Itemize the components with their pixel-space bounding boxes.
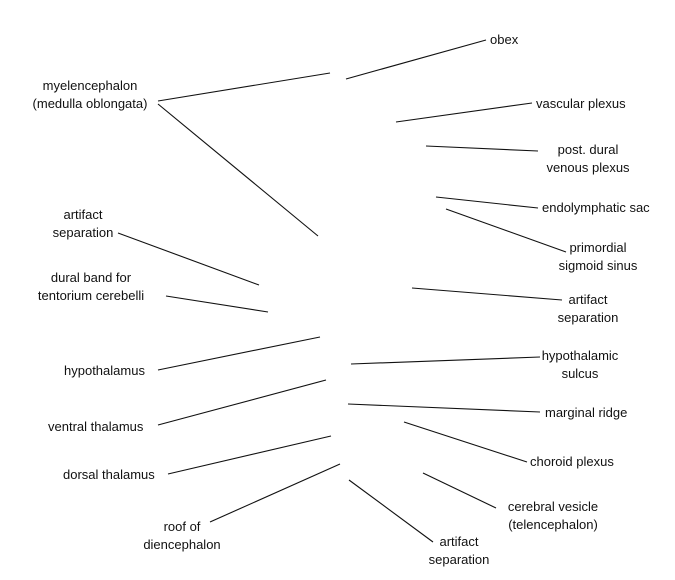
label-ventral-thalamus: ventral thalamus [48, 419, 144, 434]
label-endolymphatic-sac: endolymphatic sac [542, 200, 650, 215]
label-dural-band: dural band for tentorium cerebelli [37, 270, 145, 303]
label-obex: obex [490, 32, 519, 47]
label-choroid-plexus: choroid plexus [530, 454, 614, 469]
line-cerebral-vesicle [422, 472, 497, 509]
line-vascular-plexus [395, 102, 533, 123]
line-ventral-thalamus [157, 379, 327, 426]
line-roof-of-diencephalon [209, 463, 341, 523]
label-hypothalamic-sulcus: hypothalamic sulcus [541, 348, 619, 381]
line-myelencephalon-upper [157, 72, 331, 102]
label-cerebral-vesicle: cerebral vesicle (telencephalon) [507, 499, 599, 532]
label-hypothalamus: hypothalamus [64, 363, 145, 378]
line-myelencephalon-lower [157, 103, 319, 237]
line-dorsal-thalamus [167, 435, 332, 475]
line-choroid-plexus [403, 421, 528, 463]
label-artifact-separation-left: artifact separation [52, 207, 114, 240]
label-vascular-plexus: vascular plexus [536, 96, 626, 111]
label-artifact-separation-right: artifact separation [557, 292, 619, 325]
line-post-dural-venous-plexus [425, 145, 539, 152]
line-artifact-separation-left [117, 232, 260, 286]
line-endolymphatic-sac [435, 196, 539, 209]
line-artifact-separation-right [411, 287, 563, 301]
line-marginal-ridge [347, 403, 541, 413]
line-artifact-separation-bottom [348, 479, 434, 543]
line-primordial-sigmoid-sinus [445, 208, 567, 253]
line-obex [345, 39, 487, 80]
label-roof-of-diencephalon: roof of diencephalon [143, 519, 221, 552]
label-primordial-sigmoid-sinus: primordial sigmoid sinus [558, 240, 638, 273]
line-hypothalamic-sulcus [350, 356, 541, 365]
label-dorsal-thalamus: dorsal thalamus [63, 467, 155, 482]
label-artifact-separation-bottom: artifact separation [428, 534, 490, 567]
label-post-dural-venous-plexus: post. dural venous plexus [546, 142, 630, 175]
line-hypothalamus [157, 336, 321, 371]
label-myelencephalon: myelencephalon (medulla oblongata) [32, 78, 148, 111]
line-dural-band [165, 295, 269, 313]
label-marginal-ridge: marginal ridge [545, 405, 628, 420]
